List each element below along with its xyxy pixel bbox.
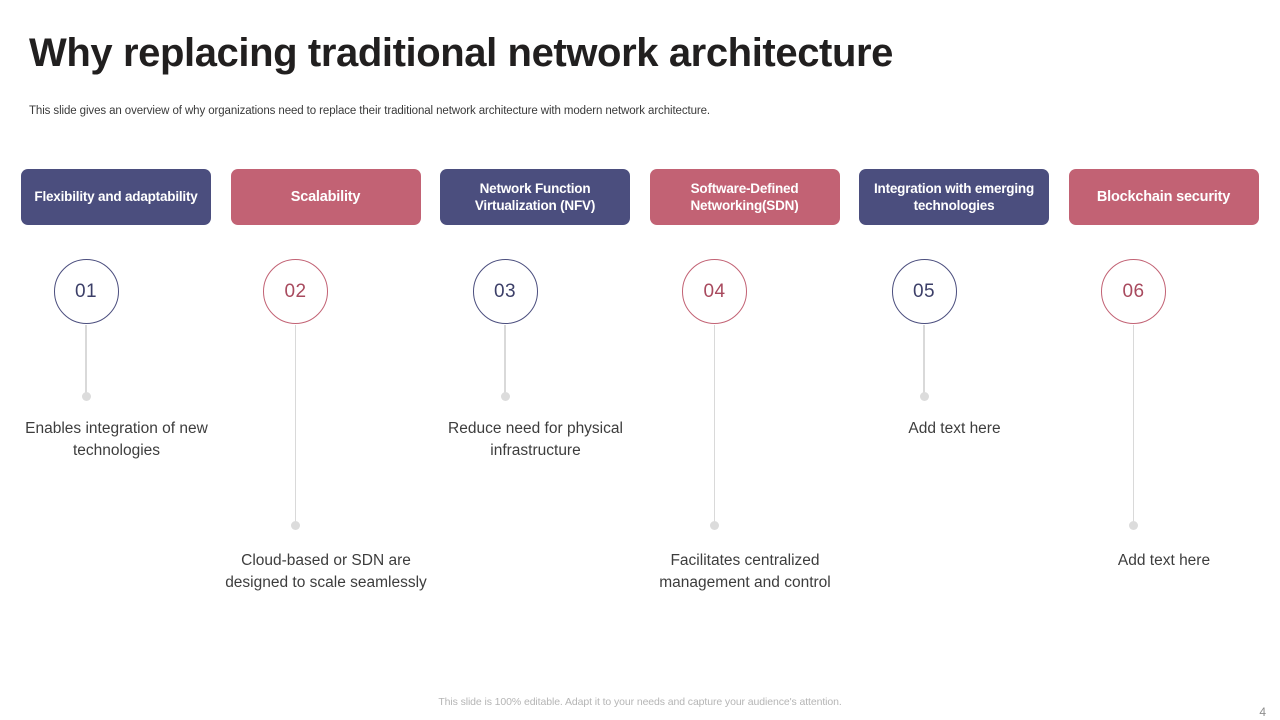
heading-chip[interactable]: Blockchain security: [1068, 169, 1259, 225]
step-number-circle[interactable]: 06: [1101, 259, 1166, 324]
heading-chip[interactable]: Scalability: [230, 169, 421, 225]
connector-line: [1132, 325, 1135, 525]
heading-chip[interactable]: Network Function Virtualization (NFV): [440, 169, 630, 225]
connector-line: [923, 325, 925, 396]
connector-dot: [500, 392, 510, 401]
description-text[interactable]: Add text here: [908, 420, 1001, 437]
heading-chip[interactable]: Flexibility and adaptability: [21, 169, 211, 225]
connector-line: [504, 325, 506, 396]
connector-dot: [81, 392, 91, 401]
connector-dot: [291, 521, 300, 530]
page-title: Why replacing traditional network archit…: [29, 31, 894, 75]
description-text[interactable]: Reduce need for physical infrastructure: [448, 420, 623, 460]
step-number-circle[interactable]: 04: [682, 259, 747, 324]
page-number: 4: [1259, 705, 1266, 719]
step-number-circle[interactable]: 01: [53, 259, 119, 324]
connector-dot: [1129, 521, 1138, 530]
description-text[interactable]: Cloud-based or SDN are designed to scale…: [225, 552, 427, 592]
connector-dot: [710, 521, 719, 530]
description-text[interactable]: Facilitates centralized management and c…: [659, 552, 831, 592]
step-number-circle[interactable]: 02: [263, 259, 328, 324]
connector-line: [85, 325, 87, 396]
page-subtitle: This slide gives an overview of why orga…: [29, 105, 711, 117]
heading-chip[interactable]: Software-Defined Networking(SDN): [649, 169, 840, 225]
description-text[interactable]: Add text here: [1117, 552, 1211, 569]
step-number-circle[interactable]: 03: [472, 259, 538, 324]
connector-line: [713, 325, 716, 525]
heading-chip[interactable]: Integration with emerging technologies: [859, 169, 1049, 225]
description-text[interactable]: Enables integration of new technologies: [25, 420, 208, 460]
footer-note: This slide is 100% editable. Adapt it to…: [438, 696, 842, 708]
connector-line: [294, 325, 297, 525]
connector-dot: [919, 392, 929, 401]
step-number-circle[interactable]: 05: [891, 259, 957, 324]
column-05: Integration with emerging technologies 05…: [859, 0, 1069, 720]
